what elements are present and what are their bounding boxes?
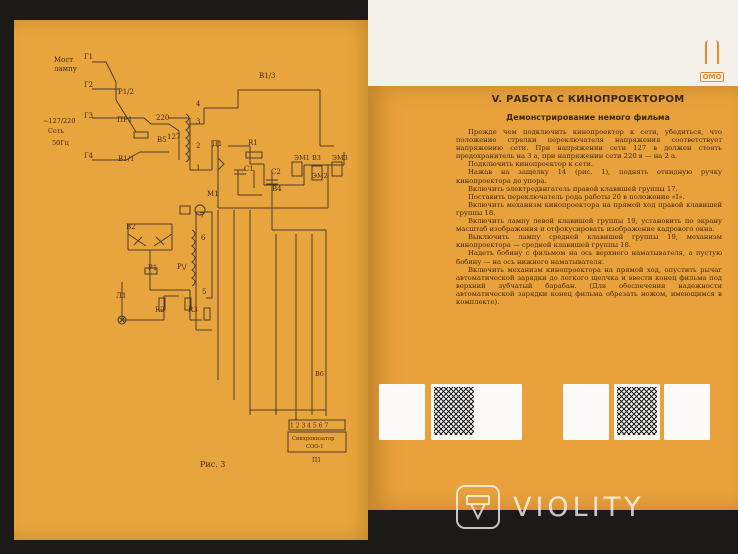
diode-d1: [217, 156, 225, 172]
label-n5: 5: [202, 288, 206, 296]
label-em3: ЭМ3: [332, 154, 348, 162]
synchronizer-box: [287, 431, 347, 453]
label-p1-bottom: П1: [312, 457, 321, 464]
label-b6: В6: [315, 370, 324, 378]
label-n4: 4: [196, 100, 201, 108]
label-n2: 2: [196, 142, 200, 150]
resistor-r3: [184, 297, 192, 311]
connector-block: [288, 419, 346, 431]
connector-b: [179, 205, 191, 215]
omo-logo: ОМО: [698, 40, 726, 83]
label-b5: В5: [157, 136, 167, 144]
transformer-coil: [185, 113, 190, 163]
fuse-pr1: [133, 131, 149, 139]
watermark: VIOLITY: [455, 484, 715, 530]
paragraph: Нажав на защелку 14 (рис. 1), поднять от…: [456, 168, 722, 185]
label-n1: 1: [196, 164, 200, 172]
coil-em3: [331, 161, 343, 177]
figure-caption: Рис. 3: [200, 460, 226, 469]
label-em2: ЭМ2: [312, 172, 328, 180]
label-pr1: ПР1: [117, 116, 132, 124]
paragraph: Включить механизм кинопроектора на прямо…: [456, 200, 722, 217]
top-white-margin: [368, 0, 738, 86]
label-g4: Г4: [84, 152, 94, 160]
omo-logo-text: ОМО: [699, 72, 725, 82]
frame-card-blank-3: [563, 384, 609, 440]
subsection-title: Демонстрирование немого фильма: [506, 113, 670, 122]
resistor-r1: [245, 151, 263, 159]
label-r1: R1: [248, 139, 258, 147]
watermark-icon: [456, 485, 500, 529]
paragraph: Включить механизм кинопроектора на прямо…: [456, 265, 722, 306]
label-c2: C2: [271, 168, 281, 176]
label-g1: Г1: [84, 53, 93, 61]
watermark-text: VIOLITY: [513, 492, 645, 523]
paragraph: Подключить кинопроектор к сети.: [468, 160, 594, 169]
resistor-r2: [158, 297, 166, 311]
label-r3: R3: [188, 306, 198, 314]
coil-em1: [291, 161, 303, 177]
label-em1: ЭМ1: [294, 154, 310, 162]
frame-card-patterned-2: [614, 384, 660, 440]
paragraph: Надеть бобину с фильмом на ось верхнего …: [456, 249, 722, 266]
label-most: Мост: [54, 56, 73, 64]
label-g3: Г3: [84, 112, 93, 120]
label-v11: В1/1: [118, 155, 134, 163]
frame-card-blank-2: [476, 384, 522, 440]
omo-logo-icon: [705, 40, 719, 64]
capacitor-c2: [266, 179, 278, 185]
label-220: 220: [156, 114, 169, 122]
bottom-shadow: [368, 510, 738, 554]
connector-pins: 1 2 3 4 5 6 7: [290, 423, 328, 430]
label-m1: М1: [207, 190, 219, 198]
lamp-l1: [117, 315, 127, 325]
frame-card-blank-1: [379, 384, 425, 440]
label-b2: В2: [126, 223, 136, 231]
resistor-r4: [203, 307, 211, 321]
transformer-coil-2: [191, 229, 196, 287]
frame-card-blank-4: [664, 384, 710, 440]
section-title: V. РАБОТА С КИНОПРОЕКТОРОМ: [491, 94, 685, 105]
label-c1: C1: [244, 165, 254, 173]
coil-em2: [311, 165, 323, 181]
paragraph: Включить лампу левой клавишей группы 19,…: [456, 217, 722, 234]
label-n7: 7: [200, 212, 204, 220]
switch-b2: [127, 233, 173, 247]
label-n3: 3: [196, 118, 200, 126]
label-set: Сеть: [48, 127, 64, 135]
label-sync: Синхронизатор: [292, 436, 335, 442]
label-n6: 6: [201, 234, 206, 242]
paragraph: Включить электродвигатель правой клавише…: [468, 184, 678, 193]
label-d1: Д1: [212, 140, 222, 148]
instructions-text: Прежде чем подключить кинопроектор к сет…: [456, 128, 722, 306]
label-127: 127: [167, 133, 180, 141]
paragraph: Поставить переключатель рода работы 20 в…: [468, 192, 685, 201]
label-l1: Л1: [116, 292, 126, 300]
label-lampu: лампу: [54, 65, 78, 73]
capacitor-c1: [234, 169, 246, 175]
relay-p1: [144, 267, 158, 275]
label-sso: СОО-1: [306, 444, 324, 450]
motor-m1: [194, 204, 206, 216]
circuit-diagram: Мост лампу Г1 Г2 Г3 Г4 Р1/2 ПР1 В1/1 ~12…: [43, 53, 348, 464]
label-g2: Г2: [84, 81, 93, 89]
label-pv: Р\/: [177, 263, 187, 271]
left-page: Мост лампу Г1 Г2 Г3 Г4 Р1/2 ПР1 В1/1 ~12…: [14, 20, 372, 540]
paragraph: Выключить лампу средней клавишей группы …: [456, 233, 722, 250]
label-p12: Р1/2: [118, 88, 134, 96]
label-b3: В3: [312, 154, 321, 162]
label-b4: В4: [272, 185, 282, 193]
paragraph: Прежде чем подключить кинопроектор к сет…: [456, 128, 722, 161]
label-net-voltage: ~127/220: [43, 117, 75, 125]
label-v13: В1/3: [259, 72, 275, 80]
label-freq: 50Гц: [52, 139, 69, 147]
frame-card-patterned-1: [431, 384, 477, 440]
